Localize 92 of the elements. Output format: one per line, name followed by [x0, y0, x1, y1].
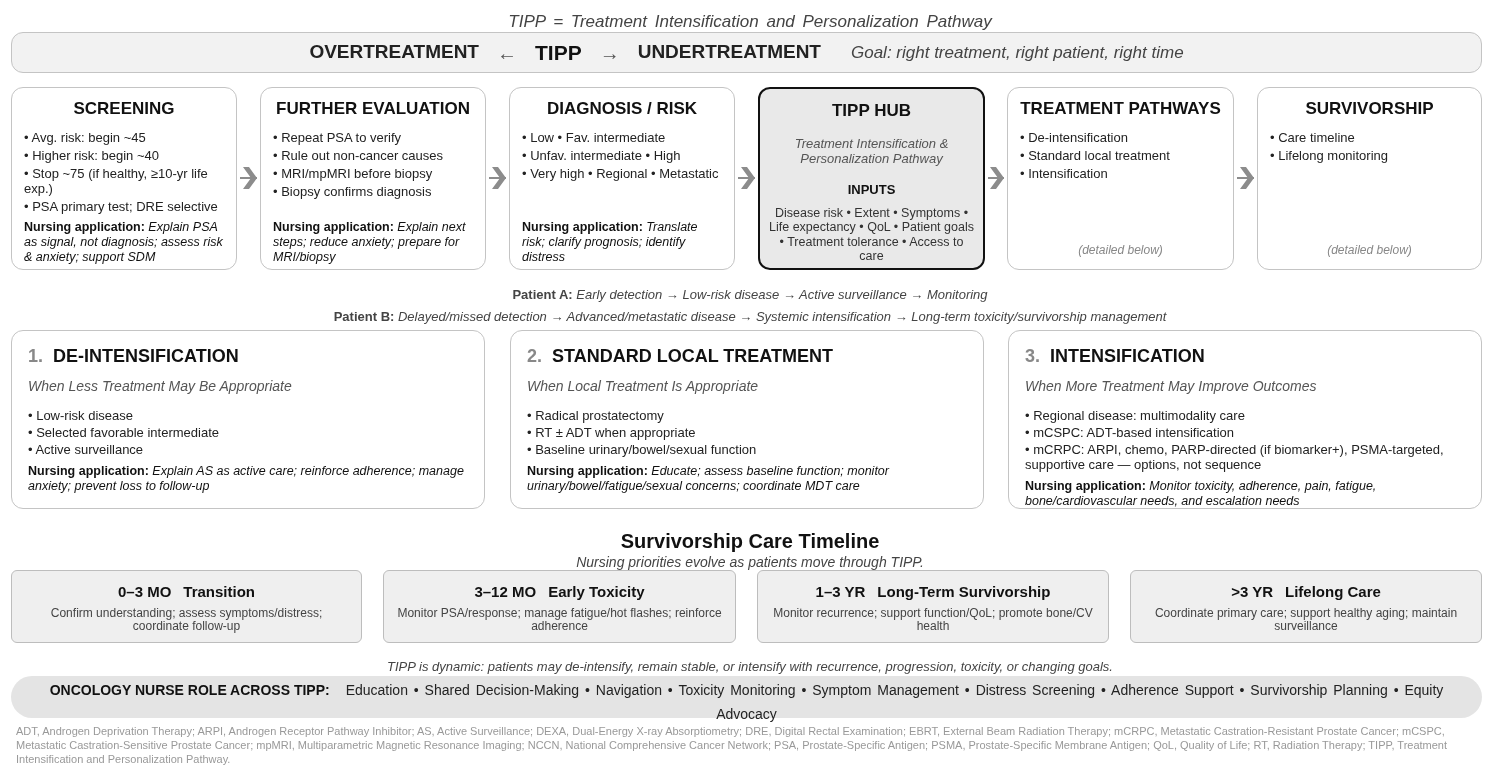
card-subtitle: When Local Treatment Is Appropriate [527, 377, 760, 396]
section-number: 2. [527, 345, 542, 368]
nursing-note: Nursing application: Explain next steps; reduce anxiety; prepare for MRI/biopsy [273, 220, 467, 265]
bullet-item: • Care timeline [1270, 130, 1356, 145]
period-label: 0–3 MO [117, 582, 172, 602]
bullet-item: • Intensification [1020, 166, 1109, 181]
pathway-card [11, 330, 485, 509]
abbreviations-footnote: ADT, Androgen Deprivation Therapy; ARPI, Androgen Receptor Pathway Inhibitor; AS, Active Surveillance; DEXA, Dual-Energy X-ray Absorptiometry; DRE, Digital Rectal Examination; EBRT, External Beam Radiation Therapy; mCRPC, Metastatic Castration-Resistant Prostate Cancer; mCSPC, Metastatic Castration-Sensitive Prostate Cancer; mpMRI, Multiparametric Magnetic Resonance Imaging; NCCN, National Comprehensive Cancer Network; PSA, Prostate-Specific Antigen; PSMA, Prostate-Specific Membrane Antigen; QoL, Quality of Life; RT, Radiation Therapy; TIPP, Treatment Intensification and Personalization Pathway. [16, 724, 1449, 766]
card-heading: DE-INTENSIFICATION [53, 345, 239, 368]
bullet-item: • Lifelong monitoring [1270, 148, 1389, 163]
bullet-item: • Standard local treatment [1020, 148, 1171, 163]
phase-title: Lifelong Care [1285, 582, 1381, 602]
phase-title: Transition [183, 582, 255, 602]
bullet-item: • Low • Fav. intermediate [522, 130, 667, 145]
note-text: TIPP is dynamic: patients may de-intensify, remain stable, or intensify with recurrence, progression, toxicity, or changing goals. [387, 659, 1113, 674]
timeline-card [11, 570, 362, 643]
note-text: (detailed below) [1326, 242, 1413, 259]
bullet-item: • De-intensification [1020, 130, 1129, 145]
banner-heading: TIPP [535, 39, 582, 66]
section-subtitle: Nursing priorities evolve as patients move through TIPP. [576, 554, 924, 570]
banner-term: UNDERTREATMENT [637, 40, 821, 65]
period-label: 1–3 YR [815, 582, 866, 602]
nursing-note: Nursing application: Explain PSA as signal, not diagnosis; assess risk & anxiety; support SDM [24, 220, 224, 265]
stage-card [1257, 87, 1482, 270]
bullet-item: • Radical prostatectomy [527, 408, 665, 423]
patient-pathway-note: Patient A: Early detection → Low-risk disease → Active surveillance → Monitoring [512, 287, 988, 302]
header-banner [11, 32, 1482, 73]
note-text: (detailed below) [1077, 242, 1164, 259]
card-subtitle: Treatment Intensification & Personalization Pathway [793, 136, 950, 166]
timeline-card [383, 570, 736, 643]
bullet-item: • Unfav. intermediate • High [522, 148, 682, 163]
section-number: 3. [1025, 345, 1040, 368]
timeline-card [757, 570, 1109, 643]
goal-text: Goal: right treatment, right patient, right time [851, 41, 1184, 64]
card-heading: STANDARD LOCAL TREATMENT [552, 345, 833, 368]
bullet-item: • mCRPC: ARPI, chemo, PARP-directed (if biomarker+), PSMA-targeted, supportive care — options, not sequence [1025, 442, 1445, 472]
bullet-item: • mCSPC: ADT-based intensification [1025, 425, 1236, 440]
card-heading: FURTHER EVALUATION [275, 99, 471, 119]
nursing-note: Nursing application: Translate risk; clarify prognosis; identify distress [522, 220, 699, 265]
timeline-card [1130, 570, 1482, 643]
bullet-item: • Rule out non-cancer causes [273, 148, 445, 163]
bullet-item: • Higher risk: begin ~40 [24, 148, 160, 163]
pathway-card [1008, 330, 1482, 509]
inputs-heading: INPUTS [846, 181, 897, 199]
card-subtitle: When More Treatment May Improve Outcomes [1025, 377, 1318, 396]
section-number: 1. [28, 345, 43, 368]
banner-arrow: → [599, 40, 620, 66]
phase-description: Monitor PSA/response; manage fatigue/hot flashes; reinforce adherence [396, 606, 723, 633]
bullet-item: • Avg. risk: begin ~45 [24, 130, 147, 145]
bullet-item: • Repeat PSA to verify [273, 130, 403, 145]
nursing-note: Nursing application: Explain AS as active care; reinforce adherence; manage anxiety; prevent loss to follow-up [28, 464, 465, 494]
phase-title: Early Toxicity [548, 582, 645, 602]
card-heading: TREATMENT PATHWAYS [1020, 99, 1221, 119]
bullet-item: • Active surveillance [28, 442, 145, 457]
inputs-list: Disease risk • Extent • Symptoms • Life expectancy • QoL • Patient goals • Treatment tolerance • Access to care [768, 205, 975, 264]
card-heading: DIAGNOSIS / RISK [545, 99, 699, 119]
patient-pathway-note: Patient B: Delayed/missed detection → Advanced/metastatic disease → Systemic intensification → Long-term toxicity/survivorship management [333, 309, 1167, 324]
stage-card [260, 87, 486, 270]
bullet-item: • Baseline urinary/bowel/sexual function [527, 442, 758, 457]
role-heading: ONCOLOGY NURSE ROLE ACROSS TIPP: [49, 682, 330, 698]
stage-card [11, 87, 237, 270]
role-list: Education • Shared Decision-Making • Navigation • Toxicity Monitoring • Symptom Management • Distress Screening • Adherence Support • Survivorship Planning • Equity Advocacy [345, 682, 1444, 722]
bullet-item: • Biopsy confirms diagnosis [273, 184, 433, 199]
card-heading: SCREENING [72, 99, 176, 119]
period-label: >3 YR [1231, 582, 1273, 602]
bullet-item: • MRI/mpMRI before biopsy [273, 166, 434, 181]
bullet-item: • Low-risk disease [28, 408, 134, 423]
bullet-item: • PSA primary test; DRE selective [24, 199, 219, 214]
page-title: TIPP = Treatment Intensification and Personalization Pathway [508, 12, 992, 31]
banner-arrow: ← [497, 40, 517, 66]
pathway-card [510, 330, 984, 509]
phase-description: Monitor recurrence; support function/QoL; promote bone/CV health [772, 606, 1094, 633]
phase-description: Coordinate primary care; support healthy aging; maintain surveillance [1153, 606, 1459, 633]
bullet-item: • Regional disease: multimodality care [1025, 408, 1246, 423]
bullet-item: • RT ± ADT when appropriate [527, 425, 697, 440]
banner-term: OVERTREATMENT [309, 40, 479, 65]
card-subtitle: When Less Treatment May Be Appropriate [28, 377, 293, 396]
bullet-item: • Very high • Regional • Metastatic [522, 166, 720, 181]
bullet-item: • Stop ~75 (if healthy, ≥10-yr life exp.) [24, 166, 209, 196]
nursing-note: Nursing application: Monitor toxicity, adherence, pain, fatigue, bone/cardiovascular needs, and escalation needs [1025, 479, 1378, 509]
phase-title: Long-Term Survivorship [877, 582, 1051, 602]
phase-description: Confirm understanding; assess symptoms/distress; coordinate follow-up [49, 606, 324, 633]
stage-card [1007, 87, 1234, 270]
hub-card [758, 87, 985, 270]
bullet-item: • Selected favorable intermediate [28, 425, 220, 440]
nursing-note: Nursing application: Educate; assess baseline function; monitor urinary/bowel/fatigue/sexual concerns; coordinate MDT care [527, 464, 891, 494]
stage-card [509, 87, 735, 270]
period-label: 3–12 MO [474, 582, 537, 602]
card-heading: INTENSIFICATION [1050, 345, 1205, 368]
card-heading: TIPP HUB [830, 101, 912, 121]
section-heading: Survivorship Care Timeline [620, 530, 880, 552]
card-heading: SURVIVORSHIP [1304, 99, 1435, 119]
